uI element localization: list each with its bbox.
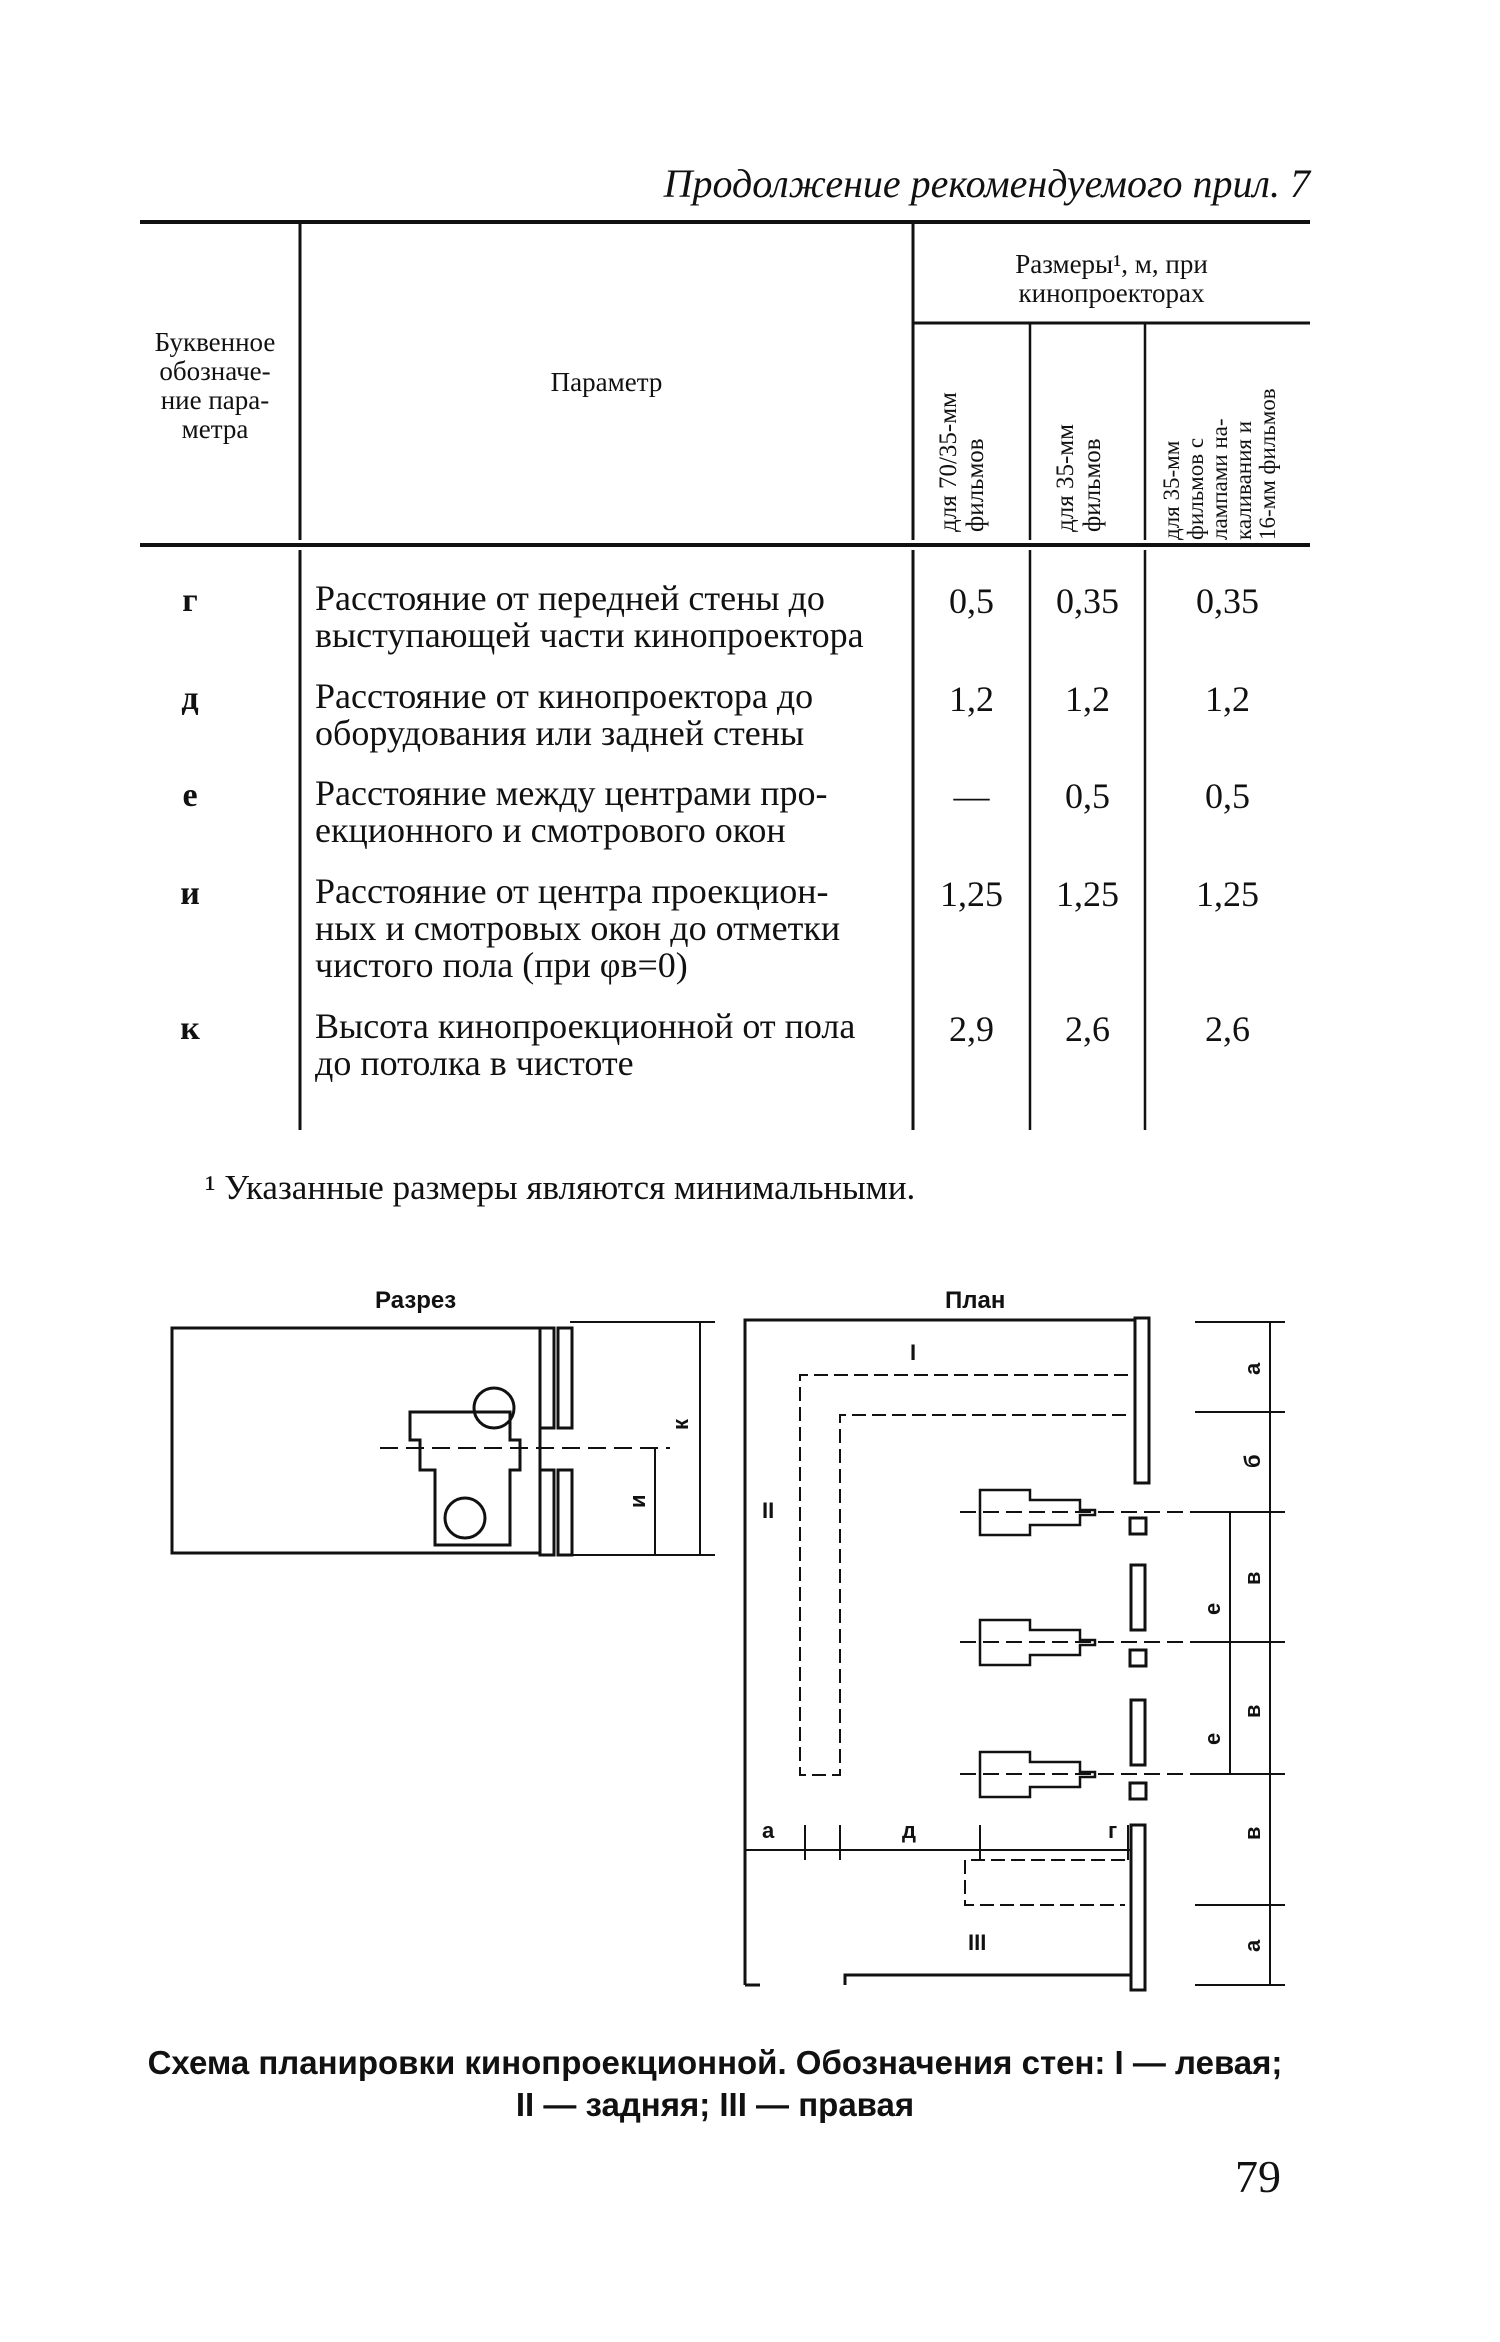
row-letter: и (180, 875, 200, 912)
label-e-2: е (1200, 1733, 1225, 1745)
row-value-1: 1,25 (940, 874, 1003, 914)
row-letter: к (180, 1010, 200, 1047)
table-grid (140, 220, 1310, 1130)
row-value-2: 0,35 (1056, 581, 1119, 621)
row-value-3: 1,25 (1196, 874, 1259, 914)
row-value-3: 0,35 (1196, 581, 1259, 621)
label-a-bottom: а (1240, 1939, 1265, 1952)
row-param: Расстояние между центрами про-екционного… (315, 773, 828, 850)
row-value-1: 1,2 (949, 679, 994, 719)
label-wall-1: I (910, 1340, 916, 1365)
label-a-top: а (1240, 1362, 1265, 1375)
col-sizes-header: Размеры¹, м, при кинопроекторах (1015, 249, 1208, 308)
row-value-3: 0,5 (1205, 776, 1250, 816)
label-i: и (625, 1494, 650, 1508)
continuation-note: Продолжение рекомендуемого прил. 7 (663, 161, 1310, 206)
page-number: 79 (1235, 2151, 1281, 2202)
row-value-1: 2,9 (949, 1009, 994, 1049)
footnote: ¹ Указанные размеры являются минимальным… (205, 1168, 916, 1207)
label-e-1: е (1200, 1603, 1225, 1615)
col-param-header: Параметр (550, 367, 663, 397)
label-a-left: а (762, 1818, 775, 1843)
figure-caption: Схема планировки кинопроекционной. Обозн… (147, 2044, 1283, 2123)
section-view (170, 1321, 715, 1557)
row-value-2: 0,5 (1065, 776, 1110, 816)
plan-view (743, 1316, 1285, 1992)
row-value-3: 2,6 (1205, 1009, 1250, 1049)
row-value-3: 1,2 (1205, 679, 1250, 719)
label-d: д (902, 1818, 916, 1843)
label-v-2: в (1240, 1704, 1265, 1718)
row-param: Расстояние от центра проекцион-ных и смо… (315, 871, 841, 985)
projection-room-diagram: к и I II III а б в в в а е е а д г (170, 1316, 1285, 1992)
label-wall-2: II (762, 1498, 774, 1523)
row-value-2: 1,2 (1065, 679, 1110, 719)
label-v-3: в (1240, 1826, 1265, 1840)
row-letter: г (182, 582, 198, 619)
row-value-2: 1,25 (1056, 874, 1119, 914)
row-letter: д (181, 680, 199, 717)
label-g: г (1108, 1818, 1117, 1843)
label-b: б (1240, 1454, 1265, 1468)
label-k: к (668, 1418, 693, 1430)
section-title: Разрез (375, 1287, 457, 1314)
row-letter: е (182, 777, 198, 814)
row-value-2: 2,6 (1065, 1009, 1110, 1049)
label-wall-3: III (968, 1930, 986, 1955)
row-value-1: 0,5 (949, 581, 994, 621)
plan-title: План (945, 1287, 1006, 1314)
col-letter-header: Буквенное обозначе- ние пара- метра (154, 327, 276, 444)
row-value-1: — (953, 776, 990, 816)
label-v-1: в (1240, 1571, 1265, 1585)
